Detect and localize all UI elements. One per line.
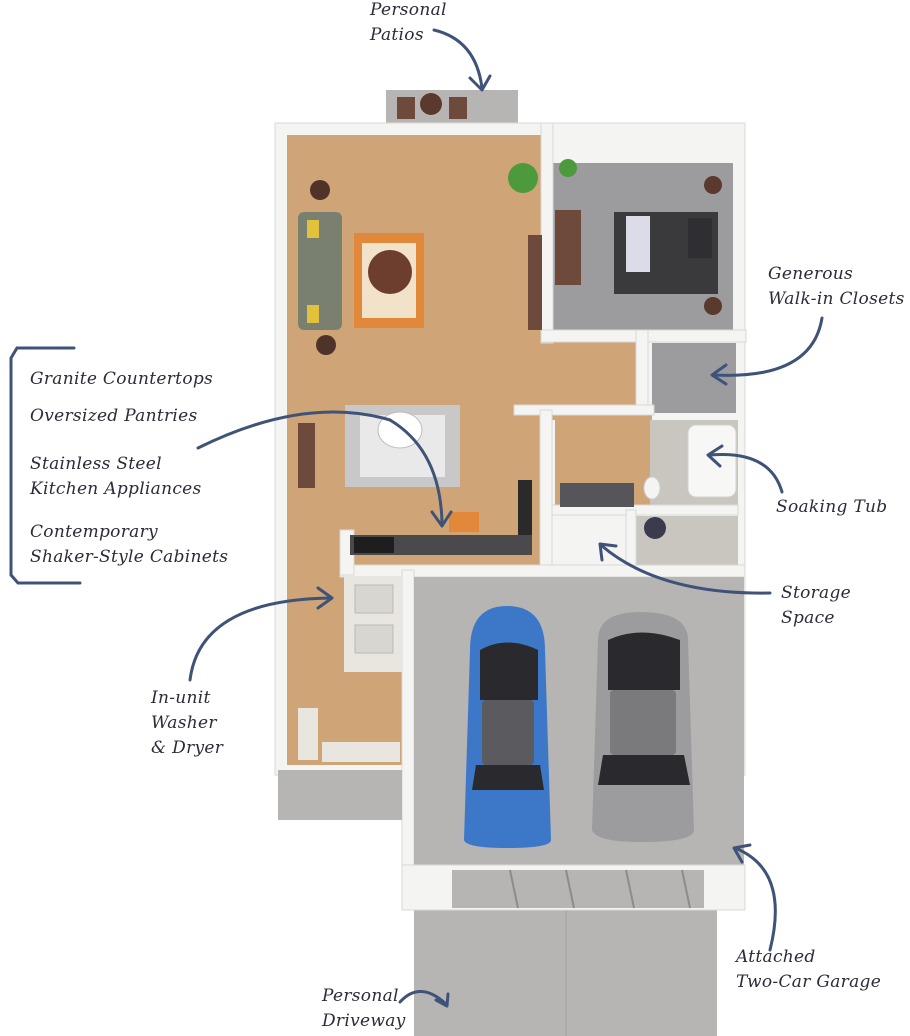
callout-soaking-tub: Soaking Tub: [776, 497, 888, 517]
callout-washer-dryer: In-unit Washer & Dryer: [151, 688, 224, 758]
bathroom-fixtures: [560, 424, 737, 539]
callout-personal-patios: Personal Patios: [370, 0, 447, 45]
callout-stainless-steel: Stainless Steel Kitchen Appliances: [30, 454, 202, 499]
callout-storage-space: Storage Space: [781, 583, 852, 628]
walk-in-closet: [652, 343, 736, 413]
bedroom-furniture: [555, 159, 722, 315]
entry-porch: [278, 770, 402, 820]
callout-walk-in-closets: Generous Walk-in Closets: [768, 264, 905, 309]
callout-oversized-pantries: Oversized Pantries: [30, 406, 198, 426]
patio-furniture: [397, 93, 467, 119]
car-blue: [464, 606, 551, 848]
callout-personal-driveway: Personal Driveway: [322, 986, 406, 1031]
callout-shaker-cabinets: Contemporary Shaker-Style Cabinets: [30, 522, 229, 567]
living-room-furniture: [298, 163, 542, 355]
car-silver: [592, 612, 694, 842]
garage-floor: [414, 577, 744, 910]
callout-arrows: [188, 28, 824, 1008]
features-bracket: [9, 346, 82, 585]
kitchen-counter: [350, 480, 532, 555]
callout-granite-countertops: Granite Countertops: [30, 369, 214, 389]
callout-two-car-garage: Attached Two-Car Garage: [736, 947, 882, 992]
dining-set: [298, 405, 460, 488]
entry-bench: [298, 708, 318, 760]
